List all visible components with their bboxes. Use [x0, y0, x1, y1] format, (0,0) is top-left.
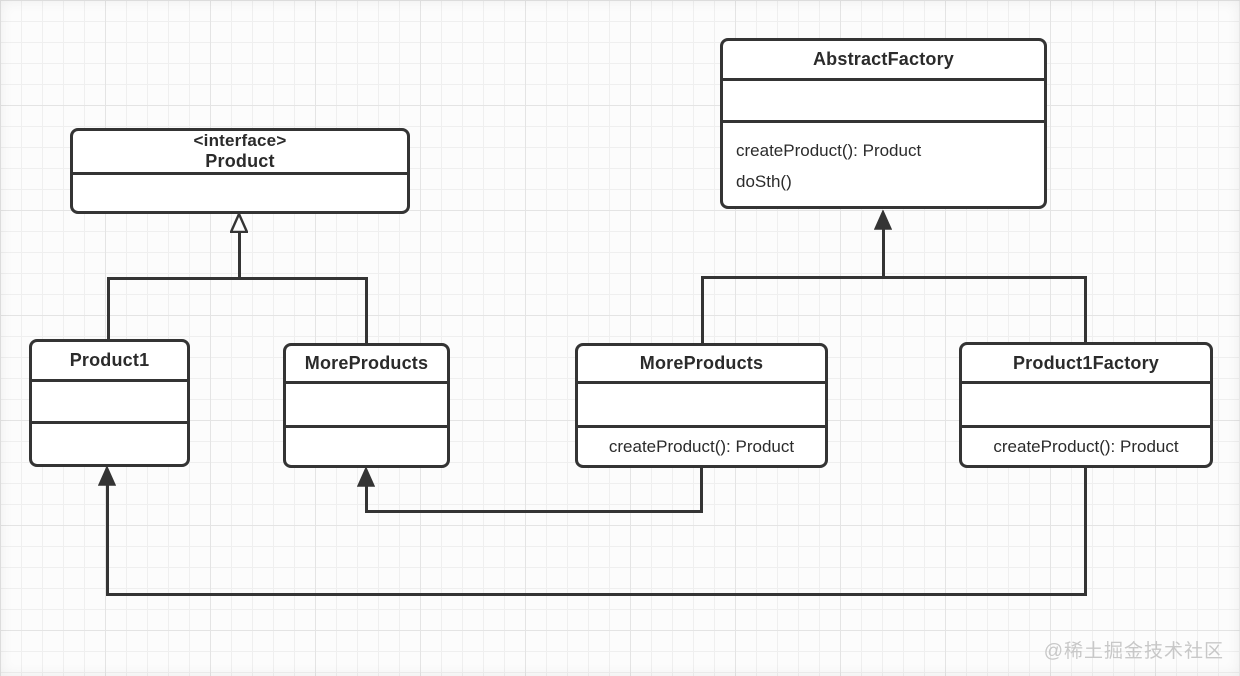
filled-triangle-arrowhead-icon — [874, 210, 892, 230]
class-name: MoreProducts — [639, 353, 764, 373]
class-box-product1factory: Product1Factory createProduct(): Product — [959, 342, 1213, 468]
realization-branch-moreproducts-line — [365, 277, 368, 344]
methods-section: createProduct(): Product — [962, 428, 1210, 465]
attributes-section — [578, 384, 825, 428]
creates-product1-up-line — [106, 484, 109, 594]
class-title: MoreProducts — [286, 346, 447, 384]
generalization-horizontal-line — [701, 276, 1087, 279]
generalization-branch-product1factory-line — [1084, 276, 1087, 343]
realization-stem-line — [238, 232, 241, 279]
class-name: AbstractFactory — [812, 49, 955, 69]
hollow-triangle-arrowhead-icon — [230, 213, 248, 233]
class-box-moreproducts-factory: MoreProducts createProduct(): Product — [575, 343, 828, 468]
method-item: doSth() — [736, 172, 792, 191]
class-name: Product1 — [69, 350, 150, 370]
class-name: MoreProducts — [304, 353, 429, 373]
creates-moreproducts-up-line — [365, 485, 368, 512]
realization-horizontal-line — [107, 277, 368, 280]
creates-product1-down-line — [1084, 466, 1087, 596]
watermark-text: @稀土掘金技术社区 — [1043, 641, 1224, 662]
creates-moreproducts-down-line — [700, 466, 703, 513]
attributes-section — [32, 382, 187, 424]
methods-section: createProduct(): Product doSth() — [723, 123, 1044, 206]
method-item: createProduct(): Product — [993, 436, 1179, 456]
attributes-section — [723, 81, 1044, 123]
creates-moreproducts-horizontal-line — [365, 510, 703, 513]
realization-branch-product1-line — [107, 277, 110, 340]
class-box-moreproducts-left: MoreProducts — [283, 343, 450, 468]
methods-section: createProduct(): Product — [578, 428, 825, 465]
class-title: Product1Factory — [962, 345, 1210, 384]
class-title: <interface> Product — [73, 131, 407, 175]
class-box-product1: Product1 — [29, 339, 190, 467]
method-item: createProduct(): Product — [608, 436, 795, 456]
methods-section — [32, 424, 187, 464]
class-title: MoreProducts — [578, 346, 825, 384]
filled-arrowhead-icon — [357, 467, 375, 487]
methods-section — [286, 428, 447, 465]
attributes-section — [962, 384, 1210, 428]
method-item: createProduct(): Product — [736, 141, 922, 160]
class-name: Product — [205, 151, 275, 171]
generalization-stem-line — [882, 228, 885, 278]
filled-arrowhead-icon — [98, 466, 116, 486]
class-name: Product1Factory — [1012, 352, 1160, 373]
class-box-product-interface: <interface> Product — [70, 128, 410, 214]
attributes-section — [286, 384, 447, 428]
creates-product1-horizontal-line — [106, 593, 1087, 596]
class-box-abstractfactory: AbstractFactory createProduct(): Product… — [720, 38, 1047, 209]
attributes-section — [73, 175, 407, 211]
class-title: Product1 — [32, 342, 187, 382]
generalization-branch-moreproducts-line — [701, 276, 704, 344]
class-title: AbstractFactory — [723, 41, 1044, 81]
stereotype-label: <interface> — [193, 131, 287, 150]
